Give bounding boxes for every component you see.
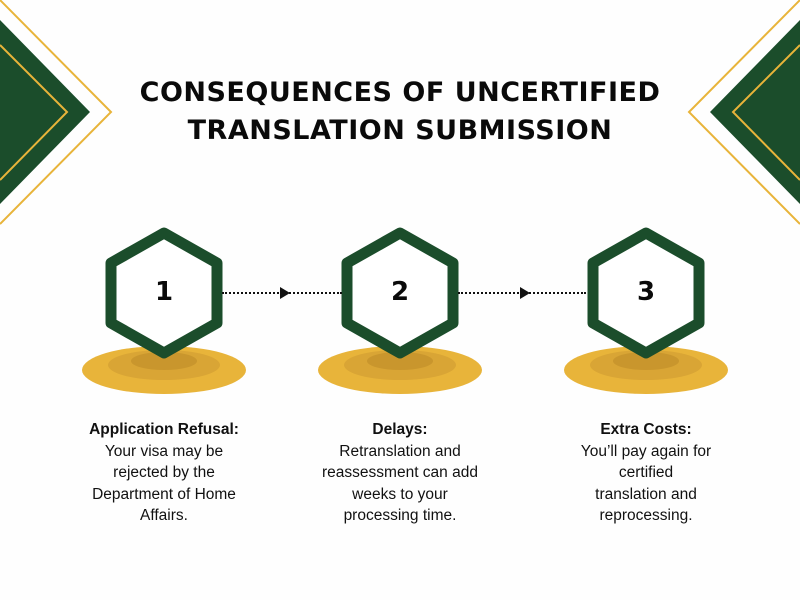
step-2-description: Delays: Retranslation and reassessment c… [300, 419, 500, 527]
desc-line: reassessment can add [322, 464, 478, 481]
step-number: 3 [636, 277, 656, 307]
arrow-right-icon [520, 287, 530, 299]
step-number: 1 [154, 277, 174, 307]
step-1-description: Application Refusal: Your visa may be re… [64, 419, 264, 527]
desc-line: reprocessing. [599, 507, 693, 524]
desc-line: rejected by the [113, 464, 215, 481]
step-1: 1 [79, 225, 249, 395]
title-line-2: TRANSLATION SUBMISSION [187, 115, 613, 146]
step-2: 2 [315, 225, 485, 395]
step-heading: Delays: [372, 421, 428, 438]
step-3-description: Extra Costs: You’ll pay again for certif… [546, 419, 746, 527]
left-chevron-decoration [0, 0, 113, 225]
desc-line: Retranslation and [339, 442, 461, 460]
desc-line: processing time. [343, 507, 457, 524]
step-number: 2 [390, 277, 410, 307]
arrow-right-icon [280, 287, 290, 299]
desc-line: Your visa may be [104, 442, 224, 460]
desc-line: translation and [595, 485, 697, 503]
desc-line: certified [618, 464, 674, 481]
desc-line: Affairs. [140, 507, 188, 524]
hexagon-platform-icon [564, 227, 728, 394]
step-heading: Extra Costs: [600, 421, 692, 438]
right-chevron-decoration [687, 0, 800, 225]
page-title: CONSEQUENCES OF UNCERTIFIED TRANSLATION … [0, 74, 800, 150]
desc-line: Department of Home [92, 485, 236, 503]
step-3: 3 [561, 225, 731, 395]
step-heading: Application Refusal: [89, 421, 239, 438]
desc-line: You’ll pay again for [580, 442, 712, 460]
desc-line: weeks to your [352, 485, 448, 503]
hexagon-platform-icon [82, 227, 246, 394]
title-line-1: CONSEQUENCES OF UNCERTIFIED [139, 77, 661, 108]
hexagon-platform-icon [318, 227, 482, 394]
